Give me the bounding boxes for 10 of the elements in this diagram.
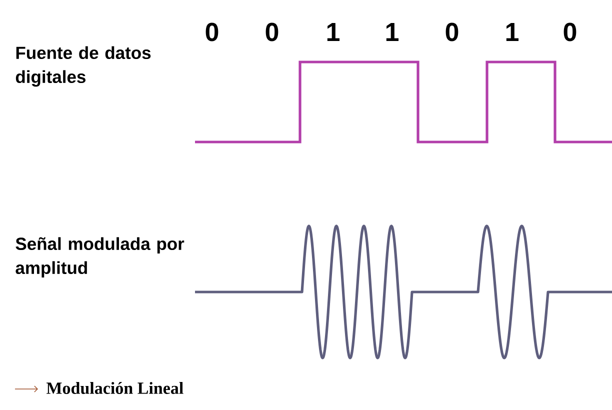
bit-label: 1 — [327, 23, 340, 41]
signal-label: Señal modulada por amplitud — [16, 237, 184, 278]
bit-label: 0 — [266, 22, 278, 42]
bit-label: 1 — [506, 23, 519, 41]
caption-text: Modulación Lineal — [46, 382, 184, 394]
signal-label: Fuente de datos digitales — [16, 46, 151, 87]
bit-label: 1 — [386, 23, 399, 41]
bit-label: 0 — [564, 22, 576, 42]
bit-label: 0 — [206, 22, 218, 42]
bit-label: 0 — [446, 22, 458, 42]
